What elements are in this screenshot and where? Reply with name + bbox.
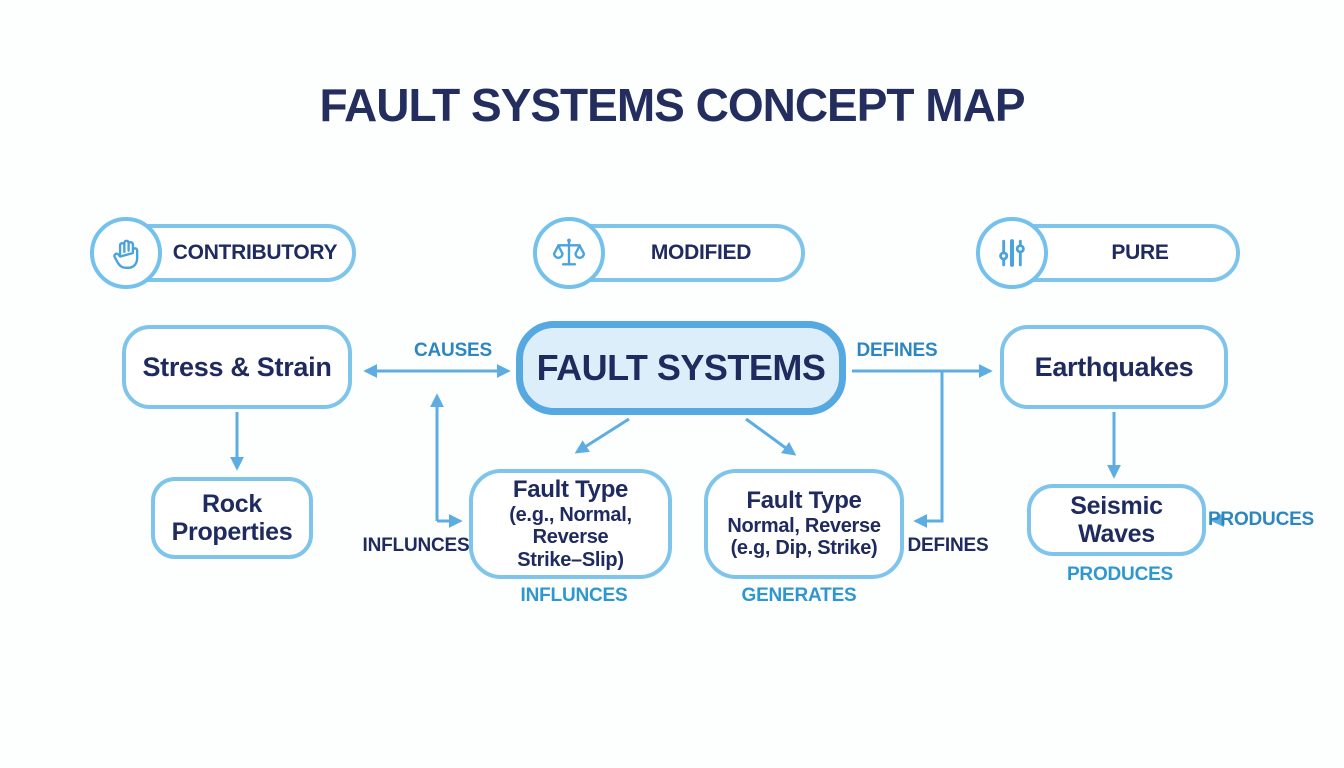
node-label-line2: Properties xyxy=(171,518,293,546)
edge-label-defines-top: DEFINES xyxy=(856,340,938,361)
node-label-line3: (e.g, Dip, Strike) xyxy=(730,537,878,560)
node-label-line2: (e.g., Normal, Reverse xyxy=(509,503,632,549)
legend-icon-circle xyxy=(533,217,605,289)
page-title: FAULT SYSTEMS CONCEPT MAP xyxy=(319,79,1025,131)
edge-label-generates-bottom: GENERATES xyxy=(741,585,857,606)
edge-label-causes: CAUSES xyxy=(414,340,492,361)
node-seismic-waves: Seismic Waves xyxy=(1027,484,1206,556)
hand-icon xyxy=(113,239,139,270)
node-fault-type-right: Fault Type Normal, Reverse (e.g, Dip, St… xyxy=(704,469,904,579)
legend-label: MODIFIED xyxy=(650,241,752,264)
node-label-line2: Normal, Reverse xyxy=(727,515,881,538)
node-earthquakes: Earthquakes xyxy=(1000,325,1228,409)
sliders-icon xyxy=(999,239,1025,267)
node-stress-strain: Stress & Strain xyxy=(122,325,352,409)
node-label: Seismic Waves xyxy=(1070,492,1163,548)
edge-label-defines-side: DEFINES xyxy=(907,535,989,556)
edge-label-produces-bottom: PRODUCES xyxy=(1066,564,1174,585)
legend-label: PURE xyxy=(1111,241,1169,264)
legend-pill-modified: MODIFIED xyxy=(533,217,805,289)
legend-pill-pure: PURE xyxy=(976,217,1240,289)
node-label: Earthquakes xyxy=(1034,351,1194,382)
edge-label-influnces-bottom: INFLUNCES xyxy=(520,585,628,606)
legend-pill-contributory: CONTRIBUTORY xyxy=(90,217,356,289)
node-fault-type-left: Fault Type (e.g., Normal, Reverse Strike… xyxy=(469,469,672,579)
node-label: FAULT SYSTEMS xyxy=(536,346,826,388)
scale-icon xyxy=(552,238,586,266)
legend-icon-circle xyxy=(90,217,162,289)
legend-icon-circle xyxy=(976,217,1048,289)
edge-label-produces-side: PRODUCES xyxy=(1207,509,1315,530)
node-label-line1: Fault Type xyxy=(512,475,629,503)
node-fault-systems: FAULT SYSTEMS xyxy=(516,321,846,415)
legend-label: CONTRIBUTORY xyxy=(172,241,338,264)
node-rock-properties: Rock Properties xyxy=(151,477,313,559)
node-label-line1: Rock xyxy=(202,490,262,518)
edge-label-influnces-side: INFLUNCES xyxy=(362,535,470,556)
node-label-line1: Fault Type xyxy=(746,487,862,515)
node-label: Stress & Strain xyxy=(142,351,332,382)
node-label-line3: Strike–Slip) xyxy=(517,548,624,571)
